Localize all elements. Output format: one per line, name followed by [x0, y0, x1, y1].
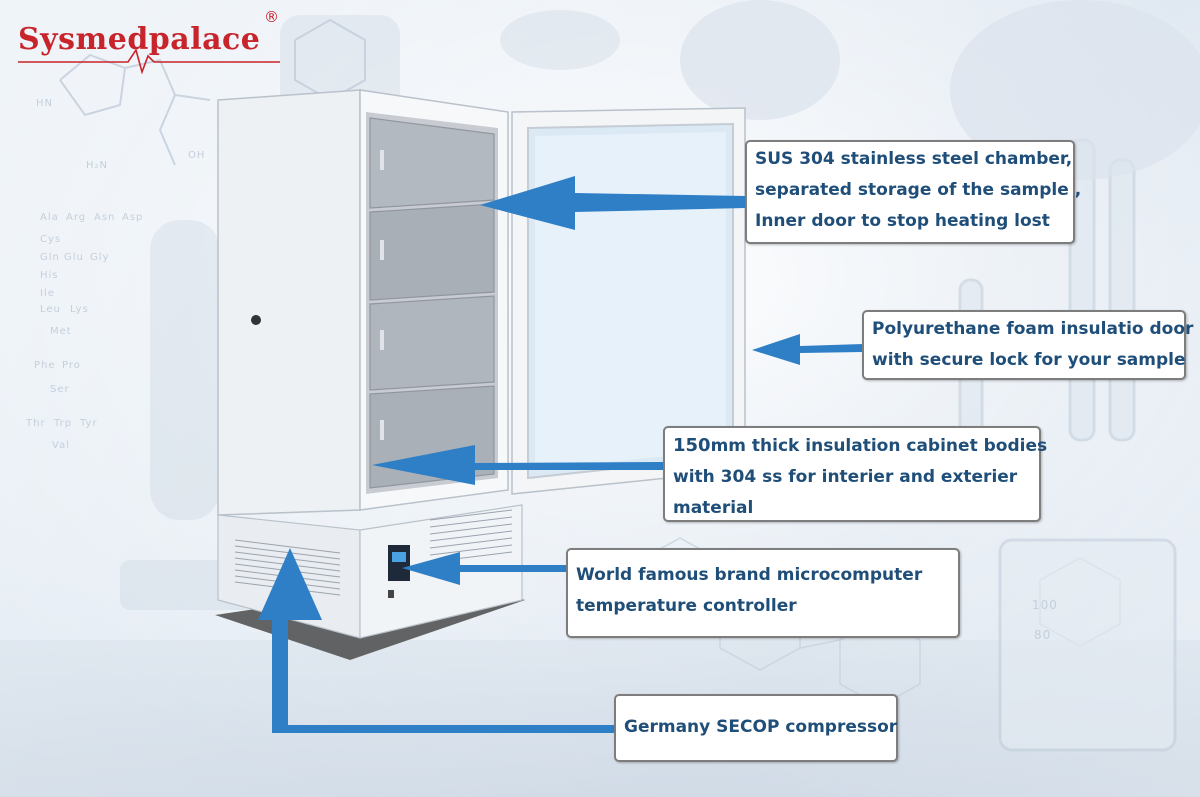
callout-insulation: 150mm thick insulation cabinet bodies wi…: [663, 426, 1047, 522]
callout-line: 150mm thick insulation cabinet bodies: [673, 430, 1047, 462]
callout-line: separated storage of the sample ,: [755, 180, 1082, 200]
chem-label: H₂N: [86, 160, 109, 171]
callout-line: SUS 304 stainless steel chamber,: [755, 149, 1073, 169]
callout-line: material: [673, 498, 754, 518]
callout-line: Inner door to stop heating lost: [755, 211, 1050, 231]
registered-mark: ®: [264, 8, 279, 26]
callout-line: Germany SECOP compressor: [624, 717, 898, 737]
pointer-arrows: [258, 176, 863, 733]
amino-acid-label: Asn: [94, 212, 116, 223]
amino-acid-label: Gln: [40, 252, 60, 263]
amino-acid-label: His: [40, 270, 59, 281]
amino-acid-label: Glu: [64, 252, 84, 263]
callout-text: mm thick insulation cabinet bodies: [710, 436, 1048, 456]
callout-line: with secure lock for your sample: [872, 350, 1186, 370]
amino-acid-label: Ala: [40, 212, 59, 223]
beaker-mark: 100: [1032, 598, 1058, 612]
callout-controller: World famous brand microcomputer tempera…: [566, 548, 960, 638]
amino-acid-label: Ile: [40, 288, 55, 299]
brand-name: Sysmedpalace: [18, 22, 261, 57]
callout-line: Polyurethane foam insulatio door: [872, 319, 1194, 339]
amino-acid-label: Ser: [50, 384, 70, 395]
beaker-mark: 80: [1034, 628, 1052, 642]
callout-door: Polyurethane foam insulatio door with se…: [862, 310, 1194, 380]
callout-compressor: Germany SECOP compressor: [614, 694, 898, 762]
callout-chamber: SUS 304 stainless steel chamber, separat…: [745, 140, 1082, 244]
amino-acid-label: Asp: [122, 212, 144, 223]
chem-label: OH: [188, 150, 206, 161]
amino-acid-label: Cys: [40, 234, 62, 245]
heartbeat-line-icon: [18, 48, 280, 74]
amino-acid-label: Thr: [26, 418, 46, 429]
freezer-illustration: [215, 89, 746, 660]
callout-line: with 304 ss for interier and exterier: [673, 467, 1018, 487]
amino-acid-label: Phe: [34, 360, 56, 371]
amino-acid-label: Tyr: [80, 418, 98, 429]
amino-acid-label: Lys: [70, 304, 89, 315]
chem-label: HN: [36, 98, 53, 109]
amino-acid-label: Gly: [90, 252, 110, 263]
brand-logo: Sysmedpalace ®: [18, 8, 280, 74]
amino-acid-label: Arg: [66, 212, 87, 223]
amino-acid-label: Pro: [62, 360, 81, 371]
amino-acid-label: Leu: [40, 304, 61, 315]
callout-line: temperature controller: [576, 596, 797, 616]
thickness-number: 150: [673, 435, 711, 456]
amino-acid-label: Val: [52, 440, 70, 451]
callout-line: World famous brand microcomputer: [576, 565, 923, 585]
amino-acid-label: Trp: [54, 418, 73, 429]
amino-acid-label: Met: [50, 326, 72, 337]
